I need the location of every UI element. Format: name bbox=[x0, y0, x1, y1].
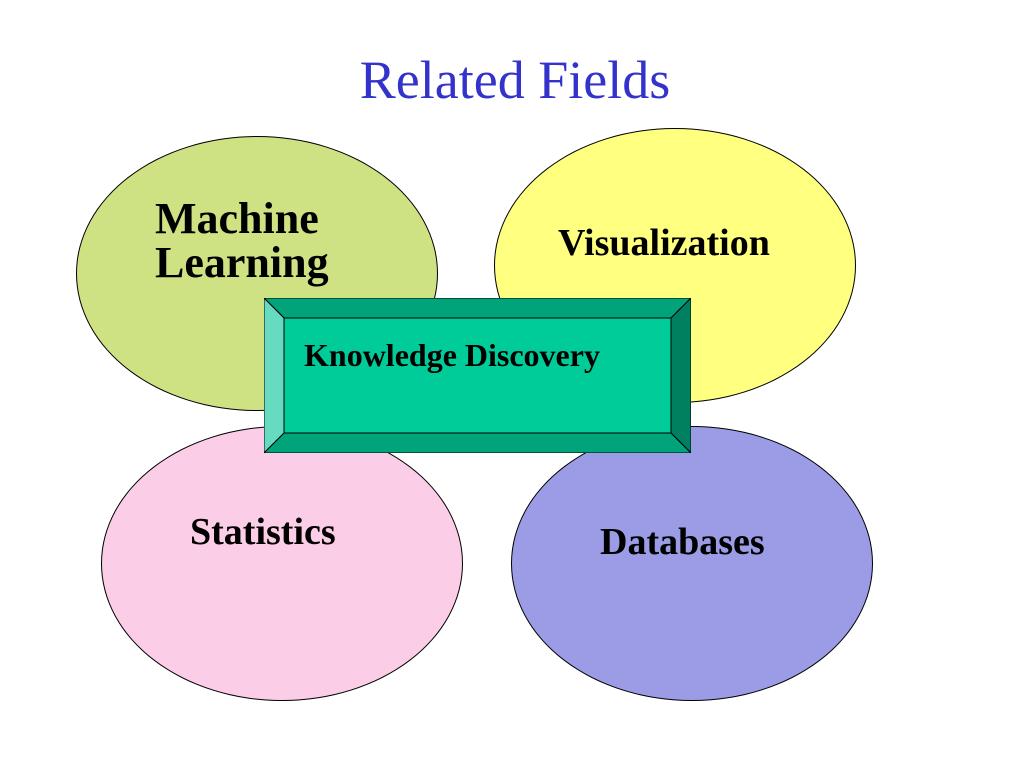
statistics-ellipse bbox=[101, 426, 463, 701]
slide-title: Related Fields bbox=[359, 50, 671, 110]
machine-learning-label: Machine Learning bbox=[155, 194, 329, 287]
bevel-top bbox=[264, 298, 691, 319]
bevel-left bbox=[264, 298, 285, 453]
bevel-frame bbox=[264, 298, 691, 453]
visualization-label: Visualization bbox=[558, 222, 770, 264]
bevel-face bbox=[283, 317, 672, 434]
bevel-right bbox=[670, 298, 691, 453]
databases-label: Databases bbox=[600, 521, 765, 563]
bevel-bottom bbox=[264, 432, 691, 453]
knowledge-discovery-label: Knowledge Discovery bbox=[304, 337, 600, 373]
databases-ellipse bbox=[511, 426, 873, 701]
knowledge-discovery-box bbox=[264, 298, 691, 453]
statistics-label: Statistics bbox=[190, 511, 336, 553]
